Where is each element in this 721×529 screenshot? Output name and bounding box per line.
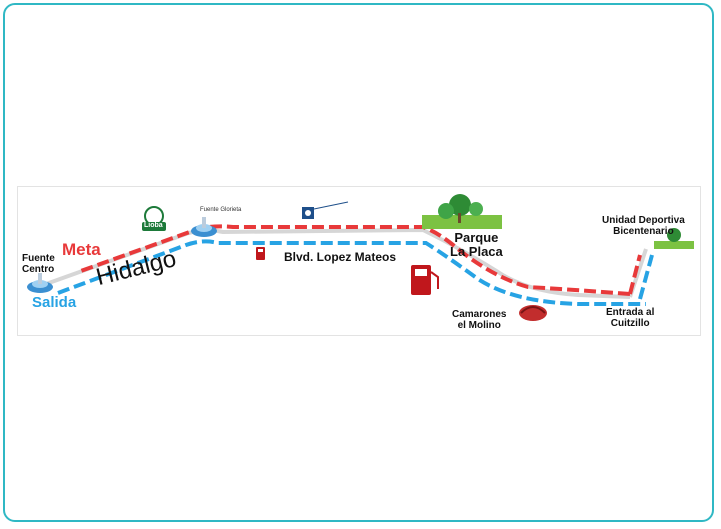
salida-route-line bbox=[57, 239, 646, 306]
label-lioba: Lioba bbox=[144, 222, 163, 229]
label-parque-la-placa: Parque La Placa bbox=[450, 230, 503, 260]
fuel-pump-icon bbox=[411, 265, 439, 295]
label-entrada-cuitzillo: Entrada al Cuitzillo bbox=[606, 307, 655, 329]
lioba-logo bbox=[142, 206, 166, 231]
route-map: Fuente Centro Meta Salida Hidalgo Fuente… bbox=[18, 187, 700, 335]
meta-route-line bbox=[77, 224, 631, 296]
shrimp-restaurant-icon bbox=[519, 305, 547, 321]
label-unidad-deportiva: Unidad Deportiva Bicentenario bbox=[602, 215, 685, 237]
fountain-glorieta-icon bbox=[191, 217, 217, 237]
fountain-icon bbox=[27, 273, 53, 293]
sign-icon bbox=[302, 201, 349, 219]
label-fuente-glorieta: Fuente Glorieta bbox=[200, 207, 242, 213]
park-trees-icon bbox=[422, 194, 502, 229]
label-salida: Salida bbox=[32, 294, 77, 311]
label-fuente-centro: Fuente Centro bbox=[22, 253, 55, 275]
label-meta: Meta bbox=[62, 240, 101, 259]
fuel-pump-icon-small bbox=[256, 247, 265, 260]
label-blvd-lopez-mateos: Blvd. Lopez Mateos bbox=[284, 250, 397, 264]
label-camarones-el-molino: Camarones el Molino bbox=[452, 309, 507, 331]
page-frame bbox=[3, 3, 714, 522]
salida-route-branch bbox=[638, 254, 654, 300]
route-svg bbox=[27, 194, 694, 321]
sports-park-icon bbox=[654, 228, 694, 249]
meta-route-branch bbox=[628, 254, 642, 295]
